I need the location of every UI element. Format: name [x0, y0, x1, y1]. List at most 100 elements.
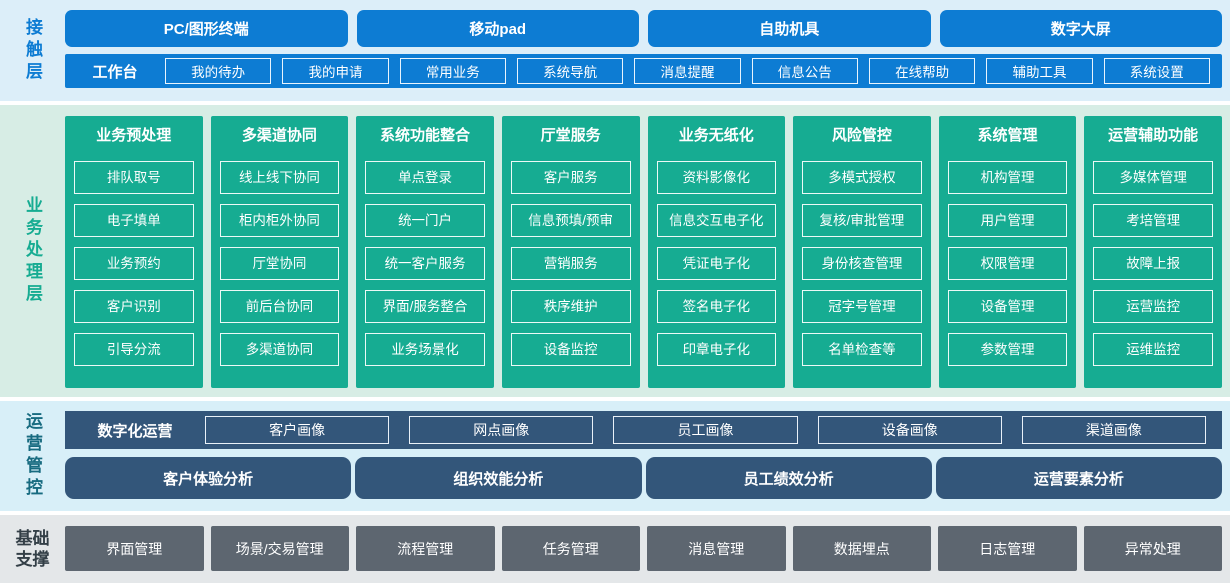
column-item: 业务预约 [74, 247, 194, 280]
portrait-customer: 客户画像 [205, 416, 390, 444]
column-item: 多渠道协同 [219, 333, 340, 366]
workbench-item-system-settings: 系统设置 [1103, 58, 1210, 84]
operations-layer-band: 运营管控 数字化运营 客户画像 网点画像 员工画像 设备画像 渠道画像 客户体验… [0, 401, 1230, 511]
column-title: 业务无纸化 [678, 127, 754, 144]
foundation-layer-side: 基础支撑 [0, 515, 65, 583]
column-item: 运营监控 [1093, 290, 1213, 323]
operations-layer-label: 运营管控 [23, 412, 42, 500]
workbench-item-announcements: 信息公告 [751, 58, 858, 84]
column-item: 多媒体管理 [1093, 161, 1213, 194]
analysis-employee-performance: 员工绩效分析 [645, 457, 932, 499]
column-item: 客户识别 [74, 290, 194, 323]
column-item: 柜内柜外协同 [219, 204, 340, 237]
foundation-layer-label: 基础支撑 [15, 528, 50, 569]
channel-digital-screen: 数字大屏 [939, 10, 1222, 47]
column-item: 线上线下协同 [219, 161, 340, 194]
business-layer-band: 业务处理层 业务预处理 排队取号 电子填单 业务预约 客户识别 引导分流 多渠道… [0, 105, 1230, 397]
column-title: 运营辅助功能 [1108, 127, 1199, 144]
digital-operation-label: 数字化运营 [97, 422, 173, 440]
foundation-task-management: 任务管理 [501, 526, 640, 571]
column-paperless-business: 业务无纸化 资料影像化 信息交互电子化 凭证电子化 签名电子化 印章电子化 [647, 116, 786, 388]
column-item: 界面/服务整合 [365, 290, 485, 323]
portrait-branch: 网点画像 [409, 416, 594, 444]
portrait-channel: 渠道画像 [1021, 416, 1207, 444]
column-item: 签名电子化 [656, 290, 777, 323]
portrait-device: 设备画像 [817, 416, 1002, 444]
column-item: 业务场景化 [365, 333, 485, 366]
foundation-exception-handling: 异常处理 [1083, 526, 1222, 571]
column-system-management: 系统管理 机构管理 用户管理 权限管理 设备管理 参数管理 [938, 116, 1077, 388]
analysis-customer-experience: 客户体验分析 [65, 457, 352, 499]
column-item: 冠字号管理 [802, 290, 922, 323]
analysis-operation-elements: 运营要素分析 [935, 457, 1222, 499]
contact-layer-label: 接触层 [23, 17, 42, 84]
column-item: 身份核查管理 [802, 247, 922, 280]
column-item: 机构管理 [947, 161, 1068, 194]
column-item: 设备监控 [510, 333, 631, 366]
column-item: 印章电子化 [656, 333, 777, 366]
column-item: 凭证电子化 [656, 247, 777, 280]
workbench-item-common-business: 常用业务 [399, 58, 506, 84]
column-item: 复核/审批管理 [802, 204, 922, 237]
column-item: 电子填单 [74, 204, 194, 237]
business-layer-label: 业务处理层 [23, 196, 42, 306]
column-item: 资料影像化 [656, 161, 777, 194]
foundation-log-management: 日志管理 [938, 526, 1077, 571]
column-item: 信息交互电子化 [656, 204, 777, 237]
column-title: 业务预处理 [96, 127, 172, 144]
column-title: 系统管理 [977, 127, 1038, 144]
analysis-row: 客户体验分析 组织效能分析 员工绩效分析 运营要素分析 [65, 457, 1222, 499]
column-item: 多模式授权 [802, 161, 922, 194]
column-lobby-services: 厅堂服务 客户服务 信息预填/预审 营销服务 秩序维护 设备监控 [501, 116, 640, 388]
business-layer-side: 业务处理层 [0, 105, 65, 397]
column-item: 客户服务 [510, 161, 631, 194]
column-item: 考培管理 [1093, 204, 1213, 237]
operations-layer-side: 运营管控 [0, 401, 65, 511]
column-item: 设备管理 [947, 290, 1068, 323]
contact-layer-content: PC/图形终端 移动pad 自助机具 数字大屏 工作台 我的待办 我的申请 常用… [65, 0, 1230, 101]
column-business-preprocessing: 业务预处理 排队取号 电子填单 业务预约 客户识别 引导分流 [65, 116, 203, 388]
column-title: 厅堂服务 [540, 127, 601, 144]
column-title: 多渠道协同 [241, 127, 317, 144]
column-item: 权限管理 [947, 247, 1068, 280]
column-title: 风险管控 [831, 127, 892, 144]
workbench-item-aux-tools: 辅助工具 [986, 58, 1093, 84]
workbench-item-applications: 我的申请 [282, 58, 389, 84]
foundation-data-tracking: 数据埋点 [792, 526, 931, 571]
column-title: 系统功能整合 [380, 127, 471, 144]
workbench-item-message-alert: 消息提醒 [634, 58, 741, 84]
column-item: 厅堂协同 [219, 247, 340, 280]
workbench-label: 工作台 [92, 63, 138, 81]
column-item: 参数管理 [947, 333, 1068, 366]
channel-mobile-pad: 移动pad [356, 10, 639, 47]
column-item: 引导分流 [74, 333, 194, 366]
column-item: 单点登录 [365, 161, 485, 194]
column-item: 统一客户服务 [365, 247, 485, 280]
column-item: 故障上报 [1093, 247, 1213, 280]
foundation-process-management: 流程管理 [356, 526, 495, 571]
channel-pc: PC/图形终端 [65, 10, 348, 47]
portrait-employee: 员工画像 [613, 416, 798, 444]
column-multichannel-collab: 多渠道协同 线上线下协同 柜内柜外协同 厅堂协同 前后台协同 多渠道协同 [210, 116, 349, 388]
column-item: 营销服务 [510, 247, 631, 280]
contact-layer-side: 接触层 [0, 0, 65, 101]
foundation-ui-management: 界面管理 [65, 526, 204, 571]
digital-operation-bar: 数字化运营 客户画像 网点画像 员工画像 设备画像 渠道画像 [65, 411, 1222, 449]
column-operation-aux-functions: 运营辅助功能 多媒体管理 考培管理 故障上报 运营监控 运维监控 [1084, 116, 1222, 388]
column-risk-control: 风险管控 多模式授权 复核/审批管理 身份核查管理 冠字号管理 名单检查等 [793, 116, 931, 388]
column-item: 运维监控 [1093, 333, 1213, 366]
business-layer-content: 业务预处理 排队取号 电子填单 业务预约 客户识别 引导分流 多渠道协同 线上线… [65, 105, 1230, 397]
column-system-integration: 系统功能整合 单点登录 统一门户 统一客户服务 界面/服务整合 业务场景化 [356, 116, 494, 388]
analysis-org-efficiency: 组织效能分析 [355, 457, 642, 499]
column-item: 名单检查等 [802, 333, 922, 366]
workbench-bar: 工作台 我的待办 我的申请 常用业务 系统导航 消息提醒 信息公告 在线帮助 辅… [65, 54, 1222, 88]
column-item: 秩序维护 [510, 290, 631, 323]
column-item: 信息预填/预审 [510, 204, 631, 237]
column-item: 用户管理 [947, 204, 1068, 237]
channel-self-service: 自助机具 [648, 10, 931, 47]
contact-layer-band: 接触层 PC/图形终端 移动pad 自助机具 数字大屏 工作台 我的待办 我的申… [0, 0, 1230, 101]
column-item: 排队取号 [74, 161, 194, 194]
operations-layer-content: 数字化运营 客户画像 网点画像 员工画像 设备画像 渠道画像 客户体验分析 组织… [65, 401, 1230, 511]
foundation-layer-content: 界面管理 场景/交易管理 流程管理 任务管理 消息管理 数据埋点 日志管理 异常… [65, 515, 1230, 583]
foundation-scene-transaction-management: 场景/交易管理 [210, 526, 349, 571]
